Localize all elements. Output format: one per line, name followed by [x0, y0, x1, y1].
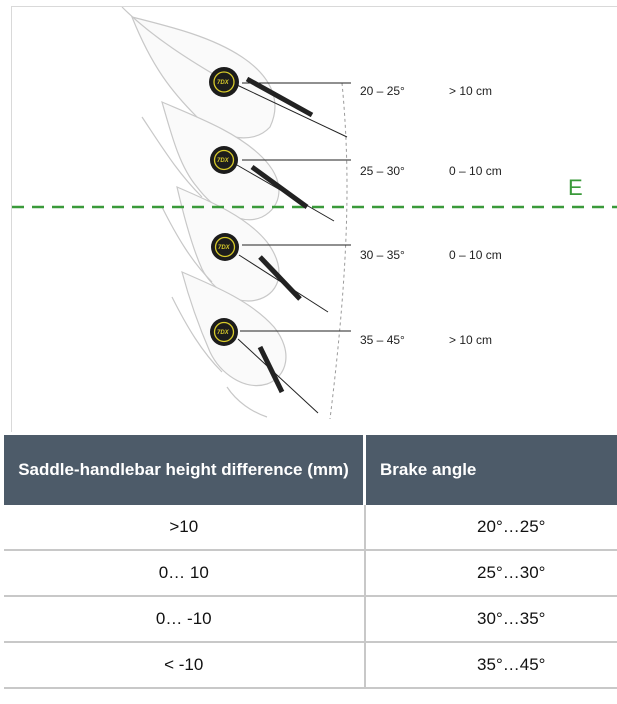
- brake-angle-cell: 35°…45°: [364, 642, 617, 689]
- angle-arc: [329, 82, 348, 420]
- brake-angle-cell: 30°…35°: [364, 596, 617, 643]
- brand-logo: 7DX: [217, 158, 230, 164]
- table-row: 0… 10 25°…30°: [4, 550, 617, 597]
- hand-illustration: [121, 7, 287, 418]
- brake-position-1: 7DX 20 – 25° > 10 cm: [209, 67, 492, 138]
- distance-label-1: > 10 cm: [449, 84, 492, 98]
- distance-label-4: > 10 cm: [449, 333, 492, 347]
- brake-angle-cell: 25°…30°: [364, 550, 617, 597]
- brake-angle-cell: 20°…25°: [364, 505, 617, 551]
- brand-logo: 7DX: [217, 80, 230, 86]
- brake-position-4: 7DX 35 – 45° > 10 cm: [210, 318, 492, 414]
- distance-label-2: 0 – 10 cm: [449, 164, 502, 178]
- column-header-brake-angle: Brake angle: [364, 435, 617, 505]
- table-row: 0… -10 30°…35°: [4, 596, 617, 643]
- height-difference-cell: 0… -10: [4, 596, 366, 643]
- column-header-height-difference: Saddle-handlebar height difference (mm): [4, 435, 366, 505]
- distance-label-3: 0 – 10 cm: [449, 248, 502, 262]
- reference-line-label: E: [568, 175, 583, 200]
- height-difference-cell: < -10: [4, 642, 366, 689]
- angle-label-1: 20 – 25°: [360, 84, 405, 98]
- table-row: >10 20°…25°: [4, 505, 617, 551]
- table-row: < -10 35°…45°: [4, 642, 617, 689]
- brand-logo: 7DX: [217, 330, 230, 336]
- angle-label-3: 30 – 35°: [360, 248, 405, 262]
- brand-logo: 7DX: [218, 245, 231, 251]
- brake-angle-illustration: E 7DX 20 – 25° > 10 cm 7DX 25 – 30° 0 – …: [12, 7, 617, 420]
- height-difference-cell: 0… 10: [4, 550, 366, 597]
- brake-position-3: 7DX 30 – 35° 0 – 10 cm: [211, 233, 502, 313]
- angle-label-4: 35 – 45°: [360, 333, 405, 347]
- angle-label-2: 25 – 30°: [360, 164, 405, 178]
- table-header-row: Saddle-handlebar height difference (mm) …: [4, 435, 617, 505]
- brake-angle-figure: E 7DX 20 – 25° > 10 cm 7DX 25 – 30° 0 – …: [11, 6, 617, 432]
- height-difference-cell: >10: [4, 505, 366, 551]
- brake-position-2: 7DX 25 – 30° 0 – 10 cm: [210, 146, 502, 222]
- brake-angle-table: Saddle-handlebar height difference (mm) …: [4, 435, 617, 689]
